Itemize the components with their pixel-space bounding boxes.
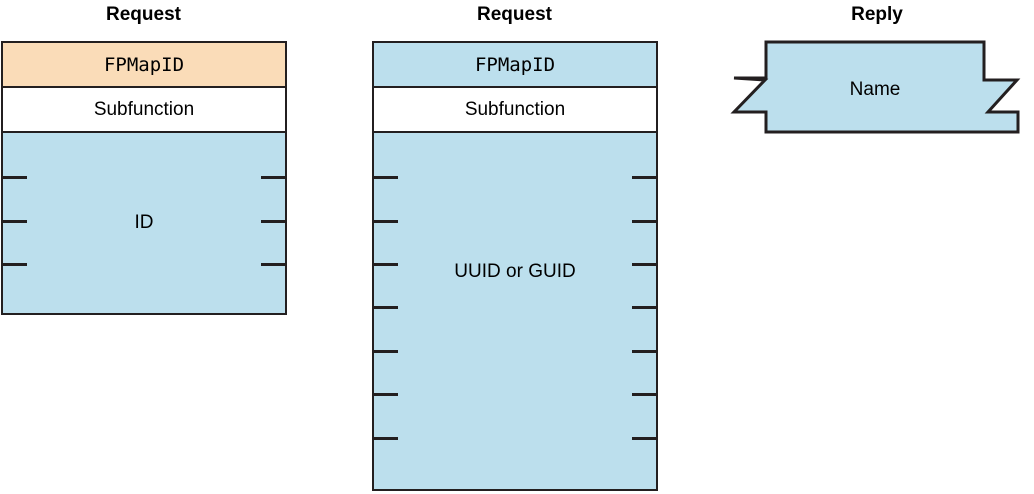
continuation-tick-right <box>632 220 656 223</box>
field-name-label: Name <box>849 79 901 100</box>
field-subfunction-2: Subfunction <box>374 88 656 133</box>
continuation-tick-right <box>261 220 285 223</box>
continuation-tick-left <box>374 350 398 353</box>
continuation-tick-right <box>632 306 656 309</box>
continuation-tick-right <box>632 393 656 396</box>
continuation-tick-left <box>374 306 398 309</box>
column-title-reply: Reply <box>851 4 903 25</box>
packet-reply-name: Name <box>722 38 1028 136</box>
continuation-tick-right <box>261 263 285 266</box>
continuation-tick-left <box>374 437 398 440</box>
field-fpmapid-2: FPMapID <box>374 43 656 88</box>
torn-ribbon-shape <box>730 40 1021 134</box>
column-title-request-id: Request <box>106 4 181 25</box>
column-title-request-uuid: Request <box>477 4 552 25</box>
continuation-tick-right <box>261 176 285 179</box>
packet-request-id: FPMapID Subfunction ID <box>1 41 287 315</box>
field-fpmapid-1: FPMapID <box>3 43 285 88</box>
continuation-tick-right <box>632 437 656 440</box>
continuation-tick-left <box>374 393 398 396</box>
packet-request-uuid: FPMapID Subfunction UUID or GUID <box>372 41 658 491</box>
continuation-tick-left <box>374 176 398 179</box>
field-id-label: ID <box>134 212 154 233</box>
field-subfunction-1-label: Subfunction <box>93 98 195 120</box>
continuation-tick-left <box>3 220 27 223</box>
continuation-tick-left <box>374 263 398 266</box>
field-uuid-or-guid-label: UUID or GUID <box>454 261 576 282</box>
continuation-tick-left <box>3 176 27 179</box>
field-fpmapid-1-label: FPMapID <box>103 53 185 76</box>
continuation-tick-right <box>632 263 656 266</box>
field-fpmapid-2-label: FPMapID <box>474 53 556 76</box>
field-subfunction-2-label: Subfunction <box>464 98 566 120</box>
field-uuid-or-guid: UUID or GUID <box>374 133 656 489</box>
continuation-tick-left <box>374 220 398 223</box>
field-id: ID <box>3 133 285 313</box>
continuation-tick-right <box>632 350 656 353</box>
continuation-tick-left <box>3 263 27 266</box>
field-subfunction-1: Subfunction <box>3 88 285 133</box>
continuation-tick-right <box>632 176 656 179</box>
